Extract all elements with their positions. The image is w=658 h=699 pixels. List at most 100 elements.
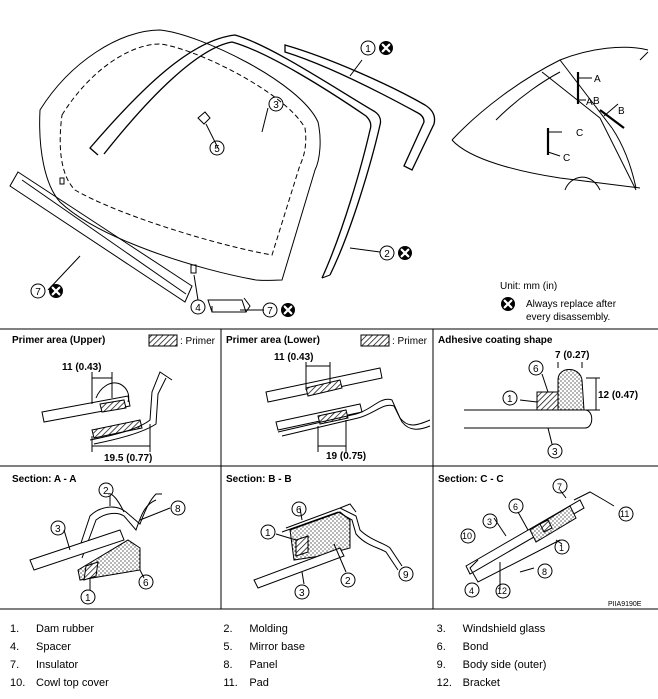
part-name: Windshield glass <box>462 623 546 635</box>
bb-callout-6: 6 <box>296 505 302 516</box>
cc-callout-4: 4 <box>469 586 474 596</box>
part-name: Dam rubber <box>36 623 95 635</box>
cc-callout-10: 10 <box>462 531 472 541</box>
figure-code: PIIA9190E <box>608 601 642 608</box>
part-number: 4. <box>10 641 20 653</box>
section-cc-callouts <box>460 478 634 599</box>
legend-item: 9. Body side (outer) <box>437 659 650 671</box>
callout-3: 3 <box>273 100 279 111</box>
adhesive-callout-3: 3 <box>552 447 558 458</box>
part-name: Mirror base <box>249 641 305 653</box>
unit-label: Unit: mm (in) <box>500 281 557 292</box>
primer-lower-title: Primer area (Lower) <box>226 335 320 346</box>
legend-item: 4. Spacer <box>10 641 223 653</box>
section-aa-title: Section: A - A <box>12 474 76 485</box>
section-bb-callouts <box>260 501 414 600</box>
section-bb-drawing <box>253 503 403 589</box>
primer-key-label: : Primer <box>180 336 216 347</box>
cc-callout-7: 7 <box>557 482 562 492</box>
aa-callout-8: 8 <box>175 504 181 515</box>
part-name: Bond <box>462 641 489 653</box>
adhesive-dim2: 12 (0.47) <box>598 390 638 401</box>
cc-callout-3: 3 <box>487 517 492 527</box>
aa-callout-2: 2 <box>103 486 109 497</box>
primer-lower-dim1: 11 (0.43) <box>274 352 313 363</box>
part-name: Molding <box>249 623 288 635</box>
callout-7: 7 <box>267 306 273 317</box>
bb-callout-9: 9 <box>403 570 409 581</box>
adhesive-title: Adhesive coating shape <box>438 335 553 346</box>
windshield-exploded-view <box>9 29 436 313</box>
legend-item: 12. Bracket <box>437 677 650 689</box>
part-number: 7. <box>10 659 20 671</box>
callout-4: 4 <box>195 303 201 314</box>
section-cc-title: Section: C - C <box>438 474 504 485</box>
replace-note-line2: every disassembly. <box>526 312 610 323</box>
part-number: 9. <box>436 659 446 671</box>
section-bb-title: Section: B - B <box>226 474 292 485</box>
legend-item: 10. Cowl top cover <box>10 677 223 689</box>
part-name: Cowl top cover <box>36 677 109 689</box>
aa-callout-3: 3 <box>55 524 61 535</box>
view-letter-c1: C <box>576 128 583 139</box>
view-letter-a2: A <box>586 97 593 108</box>
panel-grid <box>0 328 658 610</box>
part-name: Pad <box>249 677 269 689</box>
callout-2: 2 <box>384 249 390 260</box>
adhesive-callout-6: 6 <box>533 364 539 375</box>
part-name: Panel <box>249 659 278 671</box>
primer-key-swatch <box>148 334 178 347</box>
car-locator-view <box>451 46 649 191</box>
part-name: Bracket <box>462 677 500 689</box>
part-number: 11. <box>223 677 238 689</box>
part-number: 10. <box>10 677 26 689</box>
adhesive-dim1: 7 (0.27) <box>555 350 589 361</box>
legend-item: 6. Bond <box>437 641 650 653</box>
view-letter-a1: A <box>594 74 601 85</box>
legend-row: 10. Cowl top cover 11. Pad 12. Bracket <box>10 674 650 692</box>
section-cc-drawing <box>465 489 615 590</box>
part-number: 8. <box>223 659 233 671</box>
legend-item: 7. Insulator <box>10 659 223 671</box>
part-number: 6. <box>436 641 446 653</box>
parts-legend: 1. Dam rubber 2. Molding 3. Windshield glas… <box>10 620 650 692</box>
part-name: Spacer <box>36 641 71 653</box>
callout-5: 5 <box>214 144 220 155</box>
part-number: 1. <box>10 623 20 635</box>
part-number: 2. <box>223 623 233 635</box>
legend-item: 5. Mirror base <box>223 641 436 653</box>
primer-lower-dim2: 19 (0.75) <box>326 451 366 462</box>
legend-item: 11. Pad <box>223 677 436 689</box>
aa-callout-1: 1 <box>85 593 91 604</box>
adhesive-callout-1: 1 <box>507 394 513 405</box>
section-aa-drawing <box>29 493 171 590</box>
callout-7b: 7 <box>35 287 41 298</box>
part-name: Body side (outer) <box>462 659 547 671</box>
part-number: 12. <box>436 677 452 689</box>
part-number: 5. <box>223 641 233 653</box>
view-letter-b1: B <box>593 96 600 107</box>
primer-key-swatch-2 <box>360 334 390 347</box>
cc-callout-1: 1 <box>559 543 564 553</box>
primer-upper-dim1: 11 (0.43) <box>62 362 101 373</box>
top-callouts <box>30 40 395 318</box>
cc-callout-12: 12 <box>497 586 507 596</box>
legend-item: 2. Molding <box>223 623 436 635</box>
legend-row: 4. Spacer 5. Mirror base 6. Bond <box>10 638 650 656</box>
cc-callout-11: 11 <box>620 509 629 519</box>
cc-callout-6: 6 <box>513 502 518 512</box>
adhesive-callouts <box>502 360 563 459</box>
cc-callout-8: 8 <box>542 567 547 577</box>
legend-row: 7. Insulator 8. Panel 9. Body side (outer) <box>10 656 650 674</box>
primer-key-label-2: : Primer <box>392 336 428 347</box>
part-name: Insulator <box>36 659 79 671</box>
callout-1: 1 <box>365 44 371 55</box>
aa-callout-6: 6 <box>143 578 149 589</box>
view-letter-c2: C <box>563 153 570 164</box>
bb-callout-3: 3 <box>299 588 305 599</box>
part-number: 3. <box>436 623 446 635</box>
bb-callout-1: 1 <box>265 528 271 539</box>
legend-item: 1. Dam rubber <box>10 623 223 635</box>
legend-item: 8. Panel <box>223 659 436 671</box>
